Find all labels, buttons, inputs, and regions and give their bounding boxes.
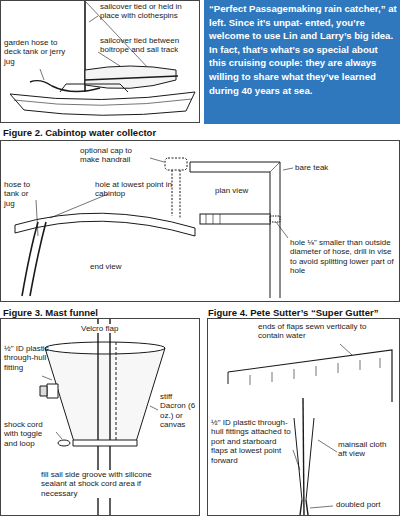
figure-caption: Figure 2. Cabintop water collector xyxy=(3,127,243,138)
callout-text: sailcover tied or held in place with clo… xyxy=(100,2,196,21)
callout-text: ends of flaps sewn vertically to contain… xyxy=(258,322,384,341)
callout-text: mainsail cloth aft view xyxy=(338,440,396,459)
view-label: end view xyxy=(90,262,140,271)
callout-text: hose to tank or jug xyxy=(4,180,34,208)
callout-text: fill sail side groove with silicone seal… xyxy=(40,470,154,498)
callout-text: Velcro flap xyxy=(80,324,130,333)
callout-text: hole ⅛" smaller than outside diameter of… xyxy=(290,238,396,276)
view-label: plan view xyxy=(215,186,265,195)
figure-caption: Figure 4. Pete Sutter’s “Super Gutter” xyxy=(208,307,398,318)
callout-text: ½" ID plastic through-hull fitting xyxy=(4,344,52,372)
callout-text: doubled port xyxy=(336,500,396,509)
callout-text: hole at lowest point in cabintop xyxy=(95,180,175,199)
figure-caption: Figure 3. Mast funnel xyxy=(3,307,193,318)
callout-text: garden hose to deck tank or jerry jug xyxy=(4,38,74,66)
callout-text: optional cap to make handrail xyxy=(80,146,150,165)
callout-text: ½" ID plastic through-hull fittings atta… xyxy=(211,418,291,465)
callout-text: sailcover tied between boltrope and sail… xyxy=(100,36,196,55)
callout-text: stiff Dacron (6 oz.) or canvas xyxy=(160,392,198,430)
callout-text: bare teak xyxy=(295,163,355,172)
callout-text: shock cord with toggle and loop xyxy=(4,420,54,448)
sidebar-text: “Perfect Passagemaking rain catcher,” at… xyxy=(209,2,397,97)
